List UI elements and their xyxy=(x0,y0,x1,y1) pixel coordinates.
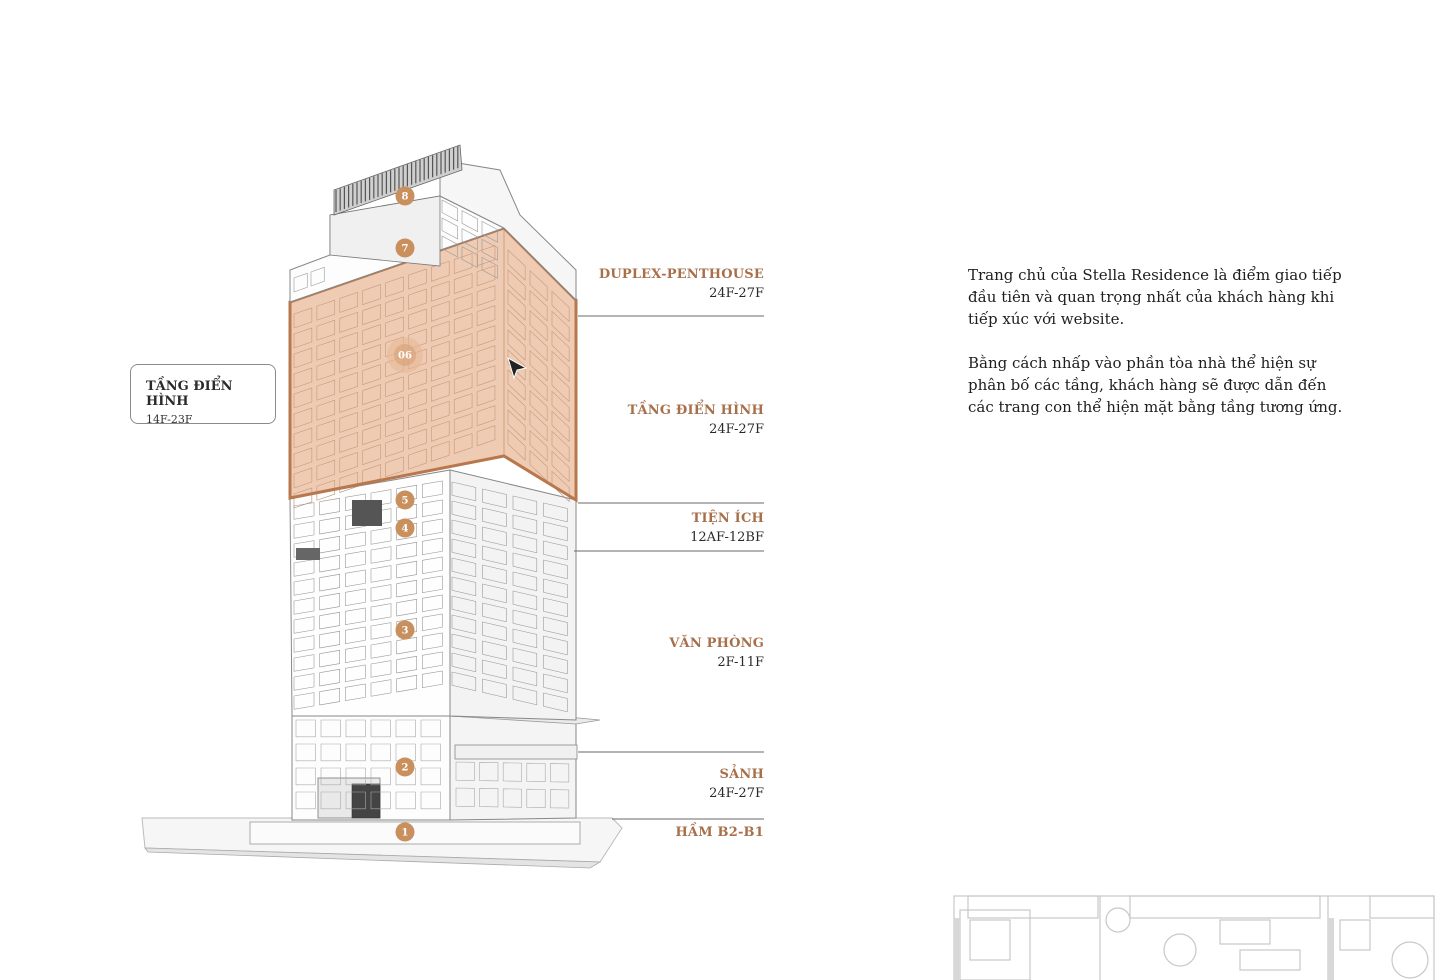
floor-label-basement[interactable]: HẦM B2-B1 xyxy=(524,825,764,840)
floor-marker-3[interactable]: 3 xyxy=(396,621,415,640)
description-paragraph-1: Trang chủ của Stella Residence là điểm g… xyxy=(968,264,1348,330)
floor-marker-4[interactable]: 4 xyxy=(396,519,415,538)
floor-marker-label: 5 xyxy=(402,496,409,507)
floor-marker-2[interactable]: 2 xyxy=(396,758,415,777)
description-paragraph-2: Bằng cách nhấp vào phần tòa nhà thể hiện… xyxy=(968,352,1348,418)
floor-plan-illustration xyxy=(940,890,1440,980)
floor-marker-label: 2 xyxy=(402,763,409,774)
floor-marker-5[interactable]: 5 xyxy=(396,491,415,510)
floor-label-office[interactable]: VĂN PHÒNG 2F-11F xyxy=(524,636,764,670)
floor-marker-label: 3 xyxy=(402,626,409,637)
floor-marker-8[interactable]: 8 xyxy=(396,187,415,206)
floor-label-duplex-penthouse[interactable]: DUPLEX-PENTHOUSE 24F-27F xyxy=(524,267,764,301)
floor-title: TẦNG ĐIỂN HÌNH xyxy=(524,403,764,418)
floor-marker-label: 4 xyxy=(402,524,409,535)
floor-marker-1[interactable]: 1 xyxy=(396,823,415,842)
floor-title: TIỆN ÍCH xyxy=(524,511,764,526)
floor-label-typical[interactable]: TẦNG ĐIỂN HÌNH 24F-27F xyxy=(524,403,764,437)
floor-range: 24F-27F xyxy=(524,786,764,801)
tooltip-range: 14F-23F xyxy=(146,413,275,426)
floor-marker-label: 8 xyxy=(402,192,409,203)
hover-tooltip: TẦNG ĐIỂN HÌNH 14F-23F xyxy=(130,364,276,424)
floor-marker-label: 7 xyxy=(402,244,409,255)
floor-range: 24F-27F xyxy=(524,422,764,437)
floor-marker-06[interactable]: 06 xyxy=(398,351,412,362)
floor-range: 12AF-12BF xyxy=(524,530,764,545)
floor-label-lobby[interactable]: SẢNH 24F-27F xyxy=(524,767,764,801)
floor-title: HẦM B2-B1 xyxy=(524,825,764,840)
floor-marker-label: 06 xyxy=(398,351,412,362)
leader-lines xyxy=(574,316,764,819)
floor-range: 24F-27F xyxy=(524,286,764,301)
floor-title: DUPLEX-PENTHOUSE xyxy=(524,267,764,282)
floor-title: SẢNH xyxy=(524,767,764,782)
floor-range: 2F-11F xyxy=(524,655,764,670)
floor-title: VĂN PHÒNG xyxy=(524,636,764,651)
tooltip-title: TẦNG ĐIỂN HÌNH xyxy=(146,379,275,409)
floor-label-amenities[interactable]: TIỆN ÍCH 12AF-12BF xyxy=(524,511,764,545)
floor-marker-label: 1 xyxy=(402,828,409,839)
floor-marker-7[interactable]: 7 xyxy=(396,239,415,258)
description-block: Trang chủ của Stella Residence là điểm g… xyxy=(968,264,1348,440)
